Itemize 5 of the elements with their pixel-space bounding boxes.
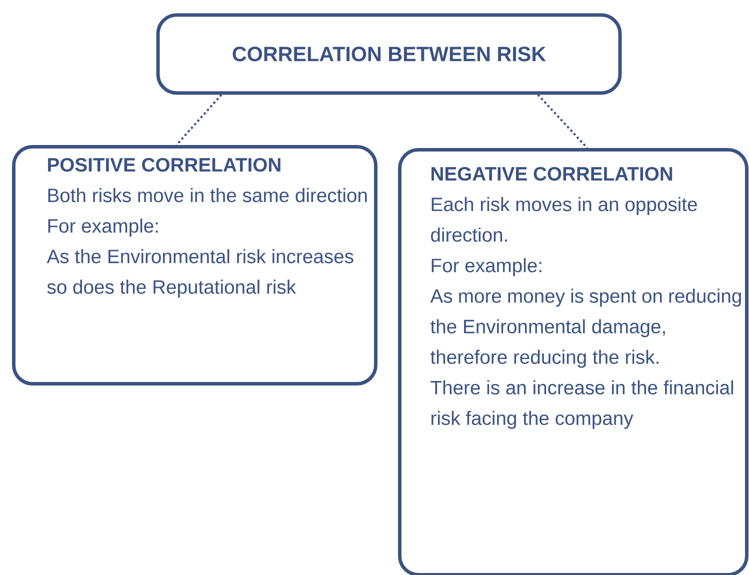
dotted-line bbox=[537, 94, 588, 149]
text-box: POSITIVE CORRELATION Both risks move in the same direction For example: As the Environmental risk increases so does the Reputational risk bbox=[12, 145, 378, 386]
dotted-line bbox=[176, 94, 222, 146]
text-box: NEGATIVE CORRELATION Each risk moves in an opposite direction. For example: As more money is spent on reducing the Environmental damage, therefore reducing the risk. There is an increase in the financial risk facing the company bbox=[398, 148, 748, 575]
text-box: CORRELATION BETWEEN RISK bbox=[156, 13, 622, 95]
